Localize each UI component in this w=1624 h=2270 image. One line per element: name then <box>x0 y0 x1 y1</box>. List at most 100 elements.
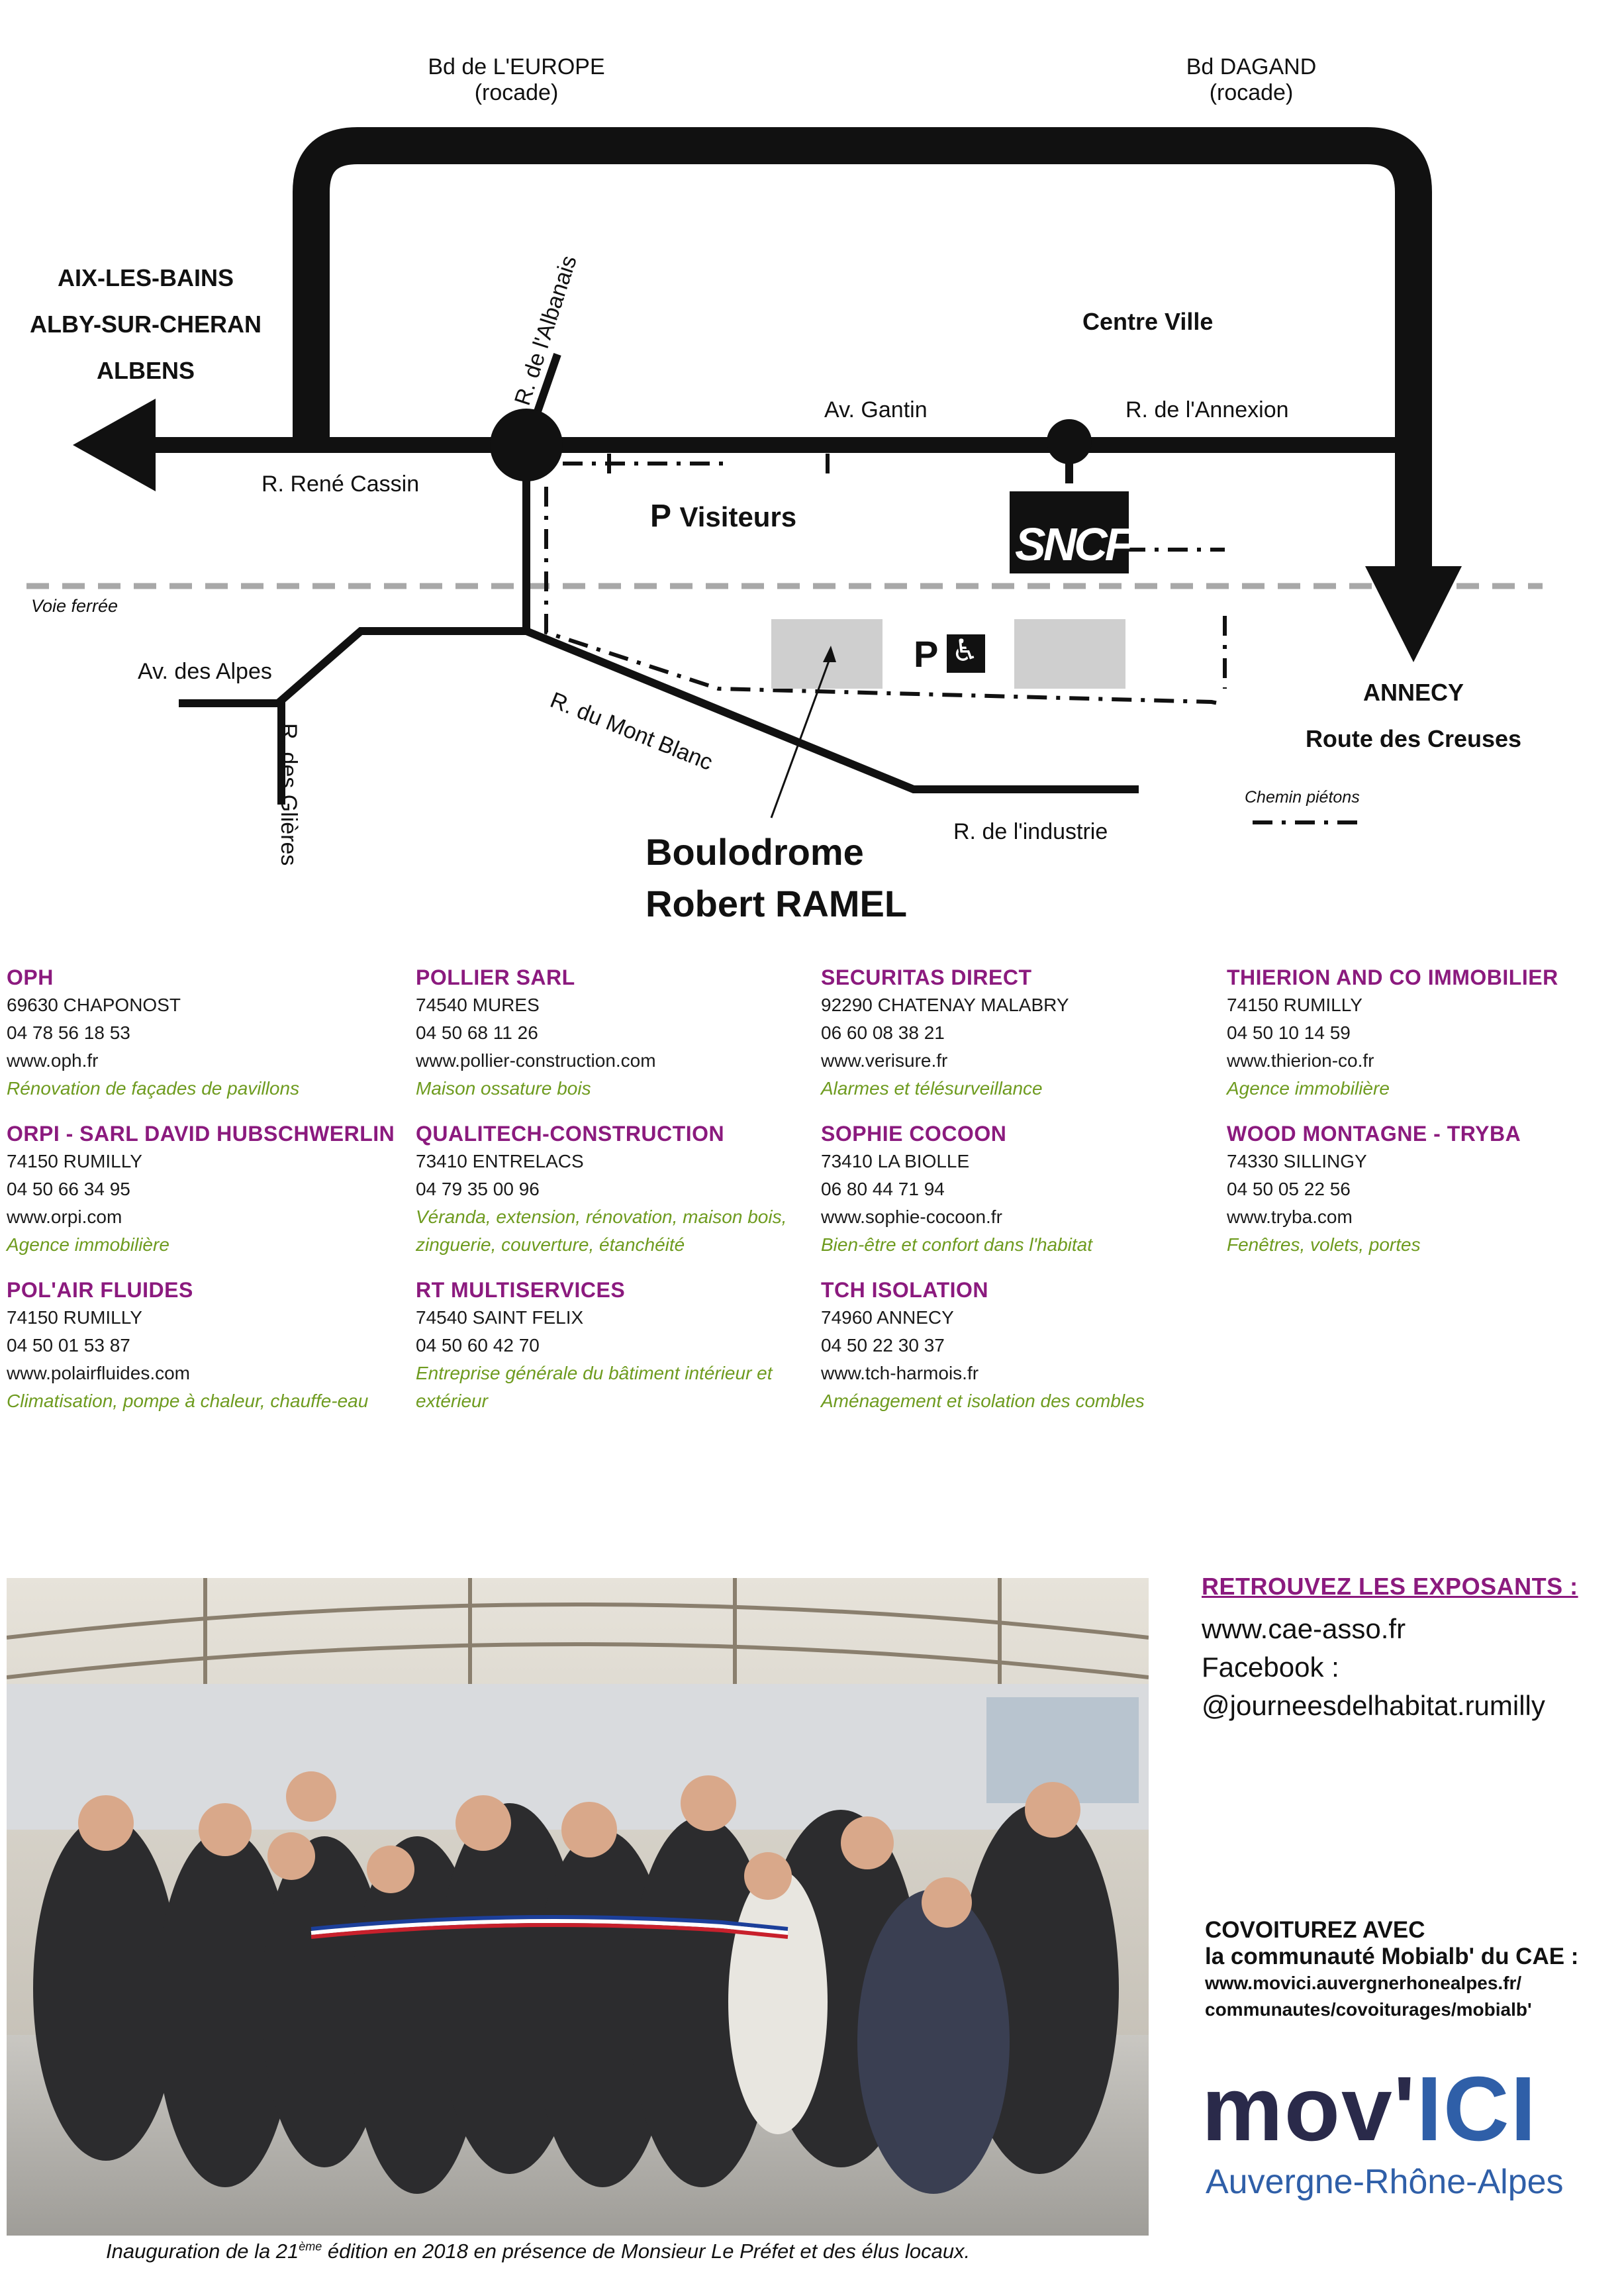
parking-lot-right <box>1014 619 1125 689</box>
boulodrome-pointer <box>770 655 832 818</box>
exhibitors-info: RETROUVEZ LES EXPOSANTS : www.cae-asso.f… <box>1202 1573 1612 1725</box>
exhibitor-website[interactable]: www.polairfluides.com <box>7 1363 190 1383</box>
carpool-link-1[interactable]: www.movici.auvergnerhonealpes.fr/ <box>1205 1973 1522 1993</box>
access-map: Bd de L'EUROPE (rocade) Bd DAGAND (rocad… <box>0 0 1624 927</box>
exhibitor-website[interactable]: www.tch-harmois.fr <box>821 1363 979 1383</box>
boulodrome-owner: Robert RAMEL <box>645 883 908 924</box>
rocade-road <box>293 127 1432 569</box>
exhibitor-website[interactable]: www.tryba.com <box>1227 1207 1353 1227</box>
exhibitor-phone: 04 78 56 18 53 <box>7 1022 130 1043</box>
exhibitor-column: SECURITAS DIRECT 92290 CHATENAY MALABRY 06… <box>821 963 1218 1432</box>
movici-logo: mov'ICI Auvergne-Rhône-Alpes <box>1202 2063 1612 2201</box>
exhibitor-phone: 04 50 68 11 26 <box>416 1022 538 1043</box>
exhibitor-website[interactable]: www.sophie-cocoon.fr <box>821 1207 1002 1227</box>
exhibitor-city: 74150 RUMILLY <box>1227 995 1362 1015</box>
exhibitor-website[interactable]: www.verisure.fr <box>821 1050 948 1071</box>
logo-mov: mov' <box>1202 2058 1417 2160</box>
carpool-heading: COVOITUREZ AVEC <box>1205 1917 1425 1943</box>
railway-label: Voie ferrée <box>31 596 119 616</box>
exhibitor-phone: 06 80 44 71 94 <box>821 1179 945 1199</box>
movici-wordmark: mov'ICI <box>1202 2063 1537 2155</box>
sncf-text: SNCF <box>1015 518 1133 570</box>
bd-dagand-label: Bd DAGAND (rocade) <box>1152 54 1351 106</box>
caption-pre: Inauguration de la 21 <box>106 2240 299 2263</box>
pedestrian-paths <box>544 462 1227 705</box>
disabled-icon <box>947 634 985 673</box>
logo-ici: ICI <box>1416 2058 1537 2160</box>
exhibitor-city: 73410 ENTRELACS <box>416 1151 584 1171</box>
glieres-label: R. des Glières <box>276 723 301 866</box>
exhibitor-phone: 06 60 08 38 21 <box>821 1022 945 1043</box>
exhibitor-name: OPH <box>7 965 54 989</box>
parking-visitors-text: Visiteurs <box>679 501 797 532</box>
exhibitor-name: QUALITECH-CONSTRUCTION <box>416 1122 725 1146</box>
caption-sup: ème <box>299 2240 322 2253</box>
dest-albens: ALBENS <box>96 357 195 384</box>
carpool-community: la communauté Mobialb' du CAE : <box>1205 1944 1579 1969</box>
dest-aix: AIX-LES-BAINS <box>57 264 234 291</box>
facebook-label: Facebook : <box>1202 1652 1339 1683</box>
sncf-logo <box>1006 483 1132 573</box>
bd-europe-sub: (rocade) <box>474 80 559 105</box>
facebook-handle[interactable]: @journeesdelhabitat.rumilly <box>1202 1690 1545 1721</box>
boulodrome-name: Boulodrome <box>645 831 864 873</box>
exhibitor-description: Rénovation de façades de pavillons <box>7 1078 300 1099</box>
annexion-label: R. de l'Annexion <box>1125 397 1289 422</box>
exhibitor-name: WOOD MONTAGNE - TRYBA <box>1227 1122 1521 1146</box>
carpool-link-2[interactable]: communautes/covoiturages/mobialb' <box>1205 1999 1532 2020</box>
exhibitor-name: POL'AIR FLUIDES <box>7 1278 193 1302</box>
south-arrow <box>1365 566 1462 662</box>
caption-post: édition en 2018 en présence de Monsieur … <box>322 2240 971 2263</box>
exhibitor-city: 73410 LA BIOLLE <box>821 1151 970 1171</box>
exhibitor-phone: 04 50 60 42 70 <box>416 1335 540 1356</box>
bd-dagand-name: Bd DAGAND <box>1186 54 1317 79</box>
exhibitor-description: Aménagement et isolation des combles <box>821 1391 1145 1411</box>
photo-caption: Inauguration de la 21ème édition en 2018… <box>106 2240 970 2263</box>
exhibitor-city: 74330 SILLINGY <box>1227 1151 1367 1171</box>
info-heading: RETROUVEZ LES EXPOSANTS : <box>1202 1573 1578 1600</box>
station-junction <box>1047 419 1092 464</box>
exhibitor-city: 74150 RUMILLY <box>7 1307 142 1328</box>
exhibitor-description: Fenêtres, volets, portes <box>1227 1234 1421 1255</box>
inauguration-photo <box>7 1578 1149 2236</box>
exhibitor-website[interactable]: www.oph.fr <box>7 1050 99 1071</box>
west-destinations: AIX-LES-BAINS ALBY-SUR-CHERAN ALBENS <box>26 255 265 394</box>
exhibitor-phone: 04 50 66 34 95 <box>7 1179 130 1199</box>
exhibitor-description: Agence immobilière <box>7 1234 169 1255</box>
exhibitor-website[interactable]: www.orpi.com <box>7 1207 122 1227</box>
bd-dagand-sub: (rocade) <box>1209 80 1294 105</box>
exhibitor-description: Véranda, extension, rénovation, maison b… <box>416 1207 787 1255</box>
roundabout <box>490 409 563 481</box>
carpool-info: COVOITUREZ AVEC la communauté Mobialb' d… <box>1205 1917 1609 2023</box>
parking-letter: P <box>650 499 671 534</box>
legend-pedestrian-label: Chemin piétons <box>1245 788 1360 807</box>
exhibitor-name: SECURITAS DIRECT <box>821 965 1032 989</box>
exhibitor-name: RT MULTISERVICES <box>416 1278 626 1302</box>
bd-europe-name: Bd de L'EUROPE <box>428 54 605 79</box>
exhibitor-name: SOPHIE COCOON <box>821 1122 1007 1146</box>
exhibitor-website[interactable]: www.thierion-co.fr <box>1227 1050 1374 1071</box>
exhibitor-name: THIERION AND CO IMMOBILIER <box>1227 965 1558 989</box>
exhibitor-description: Agence immobilière <box>1227 1078 1390 1099</box>
boulodrome-label: Boulodrome Robert RAMEL <box>645 826 907 930</box>
exhibitor-phone: 04 50 01 53 87 <box>7 1335 130 1356</box>
exhibitor-phone: 04 50 10 14 59 <box>1227 1022 1351 1043</box>
exhibitor-description: Maison ossature bois <box>416 1078 591 1099</box>
wheelchair-icon: ♿ <box>951 633 979 667</box>
dest-alby: ALBY-SUR-CHERAN <box>30 311 262 338</box>
exhibitor-description: Entreprise générale du bâtiment intérieu… <box>416 1363 773 1411</box>
exhibitor-city: 92290 CHATENAY MALABRY <box>821 995 1069 1015</box>
exhibitor-phone: 04 50 22 30 37 <box>821 1335 945 1356</box>
exhibitor-city: 74150 RUMILLY <box>7 1151 142 1171</box>
website-link[interactable]: www.cae-asso.fr <box>1202 1613 1406 1644</box>
exhibitor-description: Bien-être et confort dans l'habitat <box>821 1234 1093 1255</box>
exhibitor-name: POLLIER SARL <box>416 965 575 989</box>
bd-europe-label: Bd de L'EUROPE (rocade) <box>417 54 616 106</box>
exhibitor-website[interactable]: www.pollier-construction.com <box>416 1050 656 1071</box>
